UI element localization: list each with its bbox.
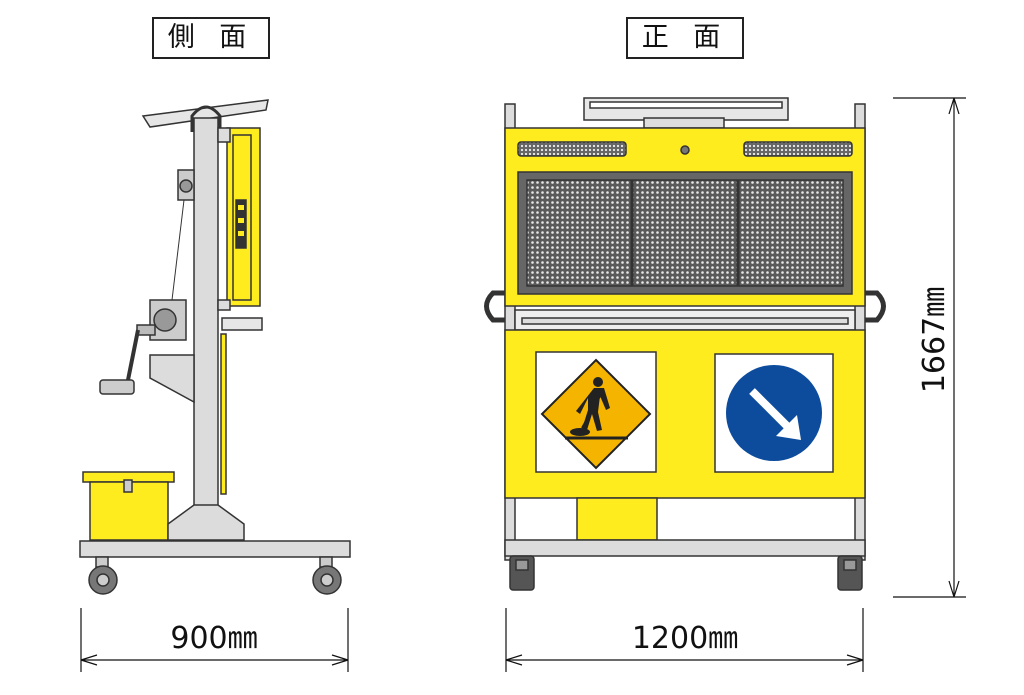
width-dimension xyxy=(505,608,864,672)
led-panel-icon xyxy=(517,141,627,157)
keep-left-arrow-sign-icon xyxy=(726,365,822,461)
depth-dimension xyxy=(80,608,349,672)
width-label: 1200㎜ xyxy=(632,621,738,656)
front-view-drawing xyxy=(484,97,886,591)
side-view-drawing xyxy=(79,99,351,595)
height-label: 1667㎜ xyxy=(917,287,952,393)
side-view-title: 側 面 xyxy=(152,17,270,59)
caster-wheel-icon xyxy=(509,555,535,591)
height-dimension xyxy=(893,97,966,598)
front-view-title: 正 面 xyxy=(626,17,744,59)
depth-label: 900㎜ xyxy=(170,621,257,656)
road-work-sign-icon xyxy=(540,358,652,470)
